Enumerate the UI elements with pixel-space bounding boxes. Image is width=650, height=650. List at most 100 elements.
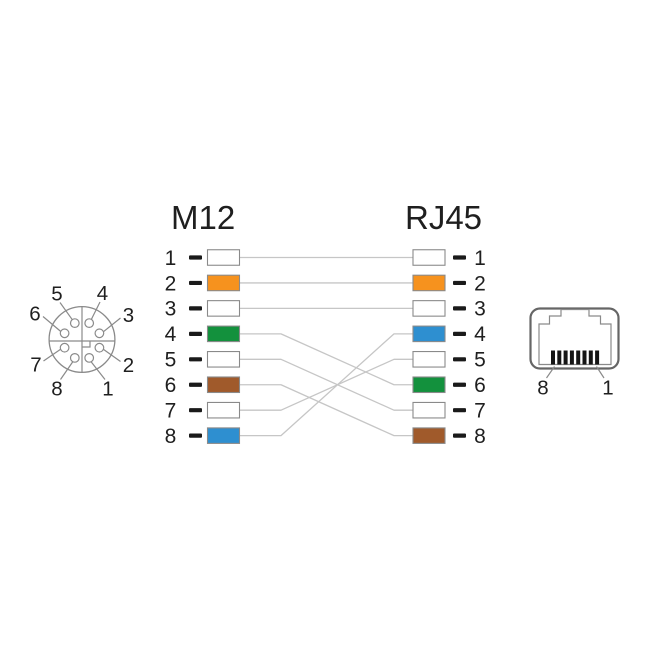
rj45-row-dash [453, 382, 466, 387]
rj45-row-dash [453, 331, 466, 336]
m12-wire-color-box-white [206, 350, 241, 368]
m12-wire-color-box-orange [206, 274, 241, 292]
rj45-pin8-label: 8 [537, 377, 548, 400]
rj45-contact-bar [563, 350, 568, 365]
m12-pin-hole-4 [84, 318, 95, 329]
rj45-row-number: 2 [474, 272, 486, 295]
m12-row-dash [189, 382, 202, 387]
m12-pin-leader-line-4 [90, 301, 101, 320]
rj45-wire-color-box-white [412, 300, 446, 317]
m12-row-number: 4 [165, 323, 177, 346]
rj45-contact-bar [582, 350, 587, 365]
rj45-pin1-leader-line [595, 366, 605, 379]
m12-connector-diagram: 5 43 21 87 6 [29, 282, 134, 401]
rj45-row-number: 6 [474, 374, 486, 397]
m12-pin-hole-7 [59, 342, 70, 353]
m12-pin-label-2: 2 [123, 354, 134, 377]
rj45-body [529, 307, 620, 370]
m12-pin-hole-3 [94, 328, 105, 339]
rj45-wire-color-box-brown [412, 427, 446, 444]
m12-wire-color-box-white [206, 300, 241, 317]
rj45-row-dash [453, 280, 466, 286]
m12-row-dash [189, 255, 202, 260]
m12-wire-color-box-white [206, 249, 241, 266]
m12-pin-label-4: 4 [97, 282, 108, 305]
m12-row-number: 1 [165, 247, 177, 270]
rj45-pin8-leader-line [546, 366, 555, 379]
wire-8-to-4 [239, 333, 413, 437]
m12-pin-label-5: 5 [51, 283, 62, 306]
m12-pin-leader-line-2 [102, 348, 121, 362]
rj45-contacts [551, 350, 600, 365]
rj45-row-dash [453, 408, 466, 413]
rj45-contact-bar [557, 350, 562, 365]
m12-pin-leader-line-3 [102, 317, 121, 333]
rj45-title: RJ45 [405, 199, 482, 236]
m12-pin-hole-1 [84, 353, 95, 363]
m12-row-dash [189, 280, 202, 286]
rj45-row-dash [453, 357, 466, 362]
rj45-contact-bar [588, 350, 593, 365]
m12-pin-label-6: 6 [29, 303, 40, 326]
m12-wire-color-box-brown [206, 376, 241, 394]
wire-6-to-8 [239, 384, 413, 437]
rj45-wire-color-box-green [412, 376, 446, 394]
rj45-row-number: 4 [474, 323, 486, 346]
m12-pin-label-3: 3 [123, 304, 134, 327]
rj45-row-number: 7 [474, 400, 486, 423]
rj45-row-number: 5 [474, 349, 486, 372]
m12-title: M12 [171, 199, 235, 236]
wire-4-to-6 [239, 333, 413, 386]
m12-row-number: 3 [165, 298, 177, 321]
rj45-pin1-label: 1 [602, 377, 613, 400]
m12-row-dash [189, 433, 202, 438]
m12-pin-label-7: 7 [30, 354, 41, 377]
rj45-row-dash [453, 433, 466, 438]
m12-row-number: 6 [165, 374, 177, 397]
m12-pin-leader-line-5 [59, 302, 73, 321]
m12-pin-label-1: 1 [102, 378, 113, 401]
m12-pin-hole-5 [69, 318, 80, 329]
rj45-contact-bar [576, 350, 581, 365]
m12-pin-holes [59, 318, 105, 363]
m12-row-dash [189, 306, 202, 311]
rj45-row-number: 8 [474, 425, 486, 448]
m12-row-dash [189, 331, 202, 336]
m12-center-notch [82, 341, 91, 348]
m12-pin-hole-8 [69, 353, 80, 363]
rj45-row-dash [453, 255, 466, 260]
rj45-contact-bar [551, 350, 555, 365]
m12-pin-leader-line-6 [42, 316, 62, 332]
rj45-row-number: 3 [474, 298, 486, 321]
m12-wire-color-box-white [206, 401, 241, 419]
m12-pin-hole-2 [94, 342, 105, 353]
rj45-contact-bar [595, 350, 600, 365]
wires-layer [239, 256, 413, 437]
m12-pin-labels: 5 43 21 87 6 [29, 282, 134, 401]
rj45-row-number: 1 [474, 247, 486, 270]
m12-wire-color-box-blue [206, 427, 241, 444]
rj45-wire-color-box-white [412, 249, 446, 266]
rj45-wire-color-box-blue [412, 325, 446, 343]
m12-pin-leader-line-7 [43, 348, 61, 362]
rj45-connector-diagram: 8 1 [529, 307, 620, 400]
rj45-opening-profile [538, 308, 612, 366]
rj45-row-dash [453, 306, 466, 311]
m12-row-number: 7 [165, 400, 177, 423]
rj45-wire-color-box-orange [412, 274, 446, 292]
m12-row-number: 2 [165, 272, 177, 295]
rj45-contact-bar [569, 350, 574, 365]
m12-pin-label-8: 8 [51, 378, 62, 401]
m12-pin-leader-line-8 [60, 361, 74, 380]
m12-pin-leader-line-1 [90, 361, 106, 380]
m12-row-number: 5 [165, 349, 177, 372]
rj45-wire-color-box-white [412, 350, 446, 368]
m12-row-dash [189, 408, 202, 413]
m12-pin-hole-6 [59, 328, 70, 339]
m12-row-number: 8 [165, 425, 177, 448]
rj45-wire-color-box-white [412, 401, 446, 419]
m12-row-dash [189, 357, 202, 362]
